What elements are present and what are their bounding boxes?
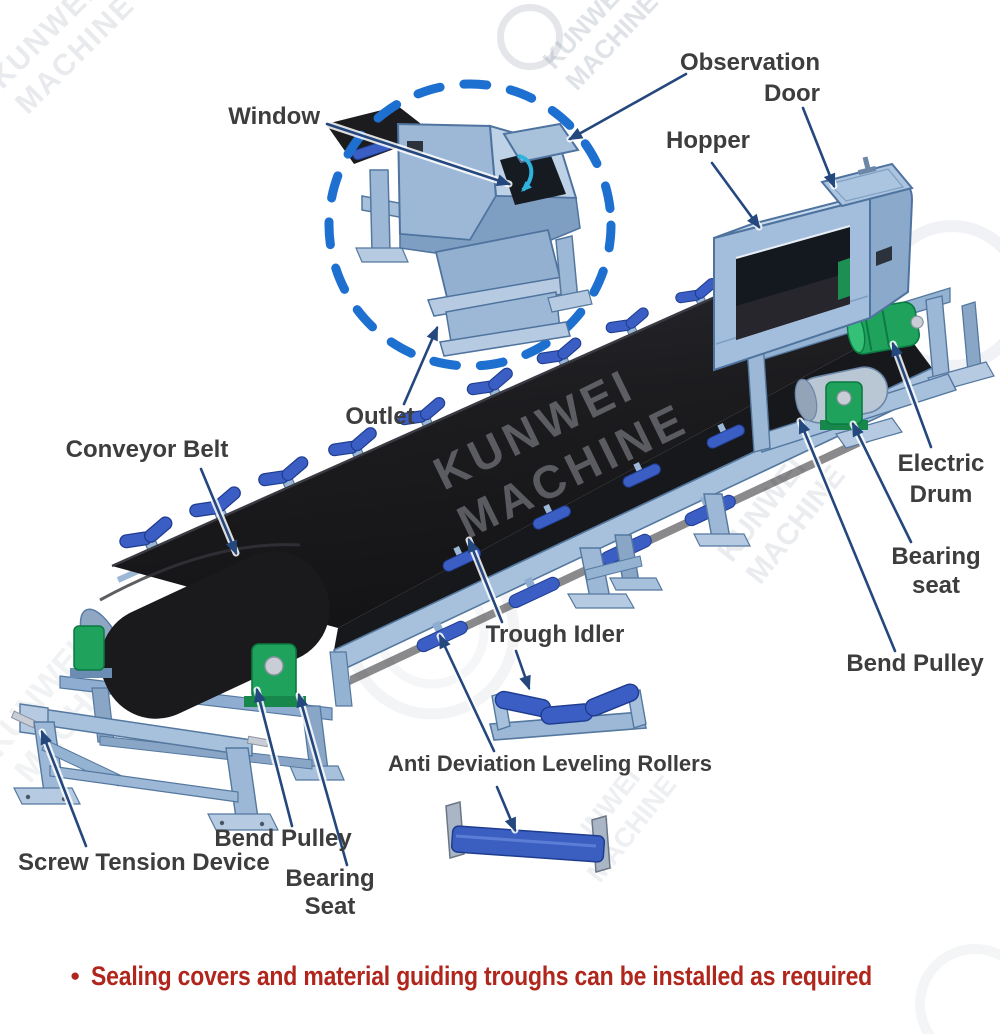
leader-bend-pulley-left bbox=[253, 686, 296, 830]
leader-bearing-seat-right bbox=[849, 420, 915, 546]
footnote-bullet: ● bbox=[70, 966, 81, 985]
leader-observation-door-inset bbox=[566, 70, 690, 143]
inset-detail bbox=[324, 79, 616, 371]
label-line: Drum bbox=[909, 481, 973, 508]
label-line: Electric bbox=[897, 450, 985, 477]
label-bearing-seat-right: Bearing seat bbox=[876, 542, 996, 600]
watermark-logo-circle bbox=[497, 4, 563, 70]
label-conveyor-belt: Conveyor Belt bbox=[65, 436, 229, 463]
leader-screw-tension bbox=[38, 728, 90, 850]
label-anti-deviation-rollers: Anti Deviation Leveling Rollers bbox=[388, 751, 712, 776]
conveyor-belt-surface bbox=[112, 260, 900, 628]
leader-window bbox=[323, 120, 513, 188]
trough-idler-part-image bbox=[488, 683, 648, 741]
leader-arrows bbox=[38, 70, 935, 869]
label-observation-door: Observation Door bbox=[620, 47, 820, 109]
footnote: ● Sealing covers and material guiding tr… bbox=[70, 956, 1000, 996]
leader-anti-deviation-down bbox=[493, 783, 519, 834]
leader-bend-pulley-right bbox=[796, 417, 899, 655]
label-trough-idler: Trough Idler bbox=[485, 621, 625, 648]
leader-hopper bbox=[708, 159, 763, 231]
inset-discharge-head bbox=[355, 122, 593, 357]
inset-circle bbox=[324, 79, 616, 371]
label-bearing-seat-left: Bearing Seat bbox=[285, 865, 375, 920]
inset-window-lid bbox=[502, 122, 580, 164]
tail-assembly bbox=[10, 543, 353, 831]
observation-door bbox=[820, 156, 914, 208]
label-screw-tension-device: Screw Tension Device bbox=[18, 849, 270, 876]
label-window: Window bbox=[228, 103, 320, 130]
leader-outlet bbox=[400, 324, 441, 408]
inset-outlet-funnel bbox=[426, 228, 576, 357]
leader-trough-idler-down bbox=[512, 647, 533, 692]
label-line: Observation bbox=[679, 49, 820, 76]
leader-bearing-seat-left bbox=[295, 691, 351, 869]
leader-electric-drum bbox=[889, 340, 935, 451]
label-line: Bearing bbox=[891, 543, 981, 570]
label-electric-drum: Electric Drum bbox=[881, 448, 1000, 510]
support-legs bbox=[566, 493, 751, 609]
label-outlet: Outlet bbox=[345, 403, 415, 430]
footnote-text: Sealing covers and material guiding trou… bbox=[91, 960, 873, 991]
head-enclosure-hopper bbox=[713, 156, 914, 372]
leader-trough-idler-up bbox=[465, 536, 506, 626]
window-open-direction-arrow bbox=[517, 154, 534, 192]
leader-anti-deviation-up bbox=[436, 632, 498, 755]
main-conveyor bbox=[10, 156, 995, 831]
label-bend-pulley-right: Bend Pulley bbox=[846, 650, 984, 677]
leveling-roller-part-image bbox=[445, 801, 611, 873]
leader-observation-door bbox=[799, 104, 838, 190]
label-bend-pulley-left: Bend Pulley bbox=[214, 825, 352, 852]
label-hopper: Hopper bbox=[666, 127, 750, 154]
tail-bearing-seat-left bbox=[73, 625, 105, 671]
label-line: seat bbox=[911, 572, 961, 599]
head-bend-pulley bbox=[794, 366, 889, 430]
leader-conveyor-belt bbox=[197, 465, 240, 557]
label-line: Door bbox=[764, 80, 820, 107]
tail-bend-pulley bbox=[100, 551, 330, 719]
